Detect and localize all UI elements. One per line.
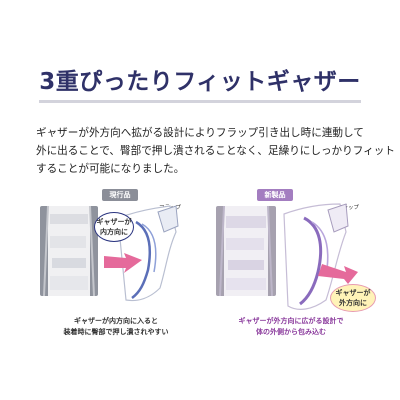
new-diaper-illustration xyxy=(283,203,349,310)
page-title: 3重ぴったりフィットギャザー xyxy=(39,69,361,95)
new-caption: ギャザーが外方向に広がる設計で 体の外側から包み込む xyxy=(216,316,366,338)
arrow-icon xyxy=(104,253,142,273)
new-product-label: 新製品 xyxy=(257,189,293,201)
current-product-label: 現行品 xyxy=(102,189,138,201)
bubble-line: 内方向に xyxy=(100,228,128,236)
bubble-line: 外方向に xyxy=(339,299,367,307)
description-line: することが可能になりました。 xyxy=(36,163,185,175)
bubble-line: ギャザーが xyxy=(96,218,132,226)
bubble-line: ギャザーが xyxy=(335,289,371,297)
caption-line: ギャザーが内方向に入ると xyxy=(74,317,158,325)
new-product-photo xyxy=(216,206,276,296)
new-flap-label: フラップ xyxy=(337,205,360,211)
current-caption: ギャザーが内方向に入ると 装着時に臀部で押し潰されやすい xyxy=(48,316,184,338)
current-product-photo xyxy=(40,206,98,296)
description-line: ギャザーが外方向へ拡がる設計によりフラップ引き出し時に連動して xyxy=(36,127,364,139)
caption-line: 装着時に臀部で押し潰されやすい xyxy=(63,328,169,336)
arrow-icon xyxy=(318,264,358,284)
caption-line: ギャザーが外方向に広がる設計で xyxy=(238,317,344,325)
description-text: ギャザーが外方向へ拡がる設計によりフラップ引き出し時に連動して 外に出ることで、… xyxy=(36,124,395,178)
description-line: 外に出ることで、臀部で押し潰されることなく、足繰りにしっかりフィット xyxy=(36,145,395,157)
caption-line: 体の外側から包み込む xyxy=(256,328,326,336)
new-gather-bubble: ギャザーが 外方向に xyxy=(330,284,376,312)
title-divider xyxy=(39,100,361,103)
current-gather-bubble: ギャザーが 内方向に xyxy=(94,212,134,242)
